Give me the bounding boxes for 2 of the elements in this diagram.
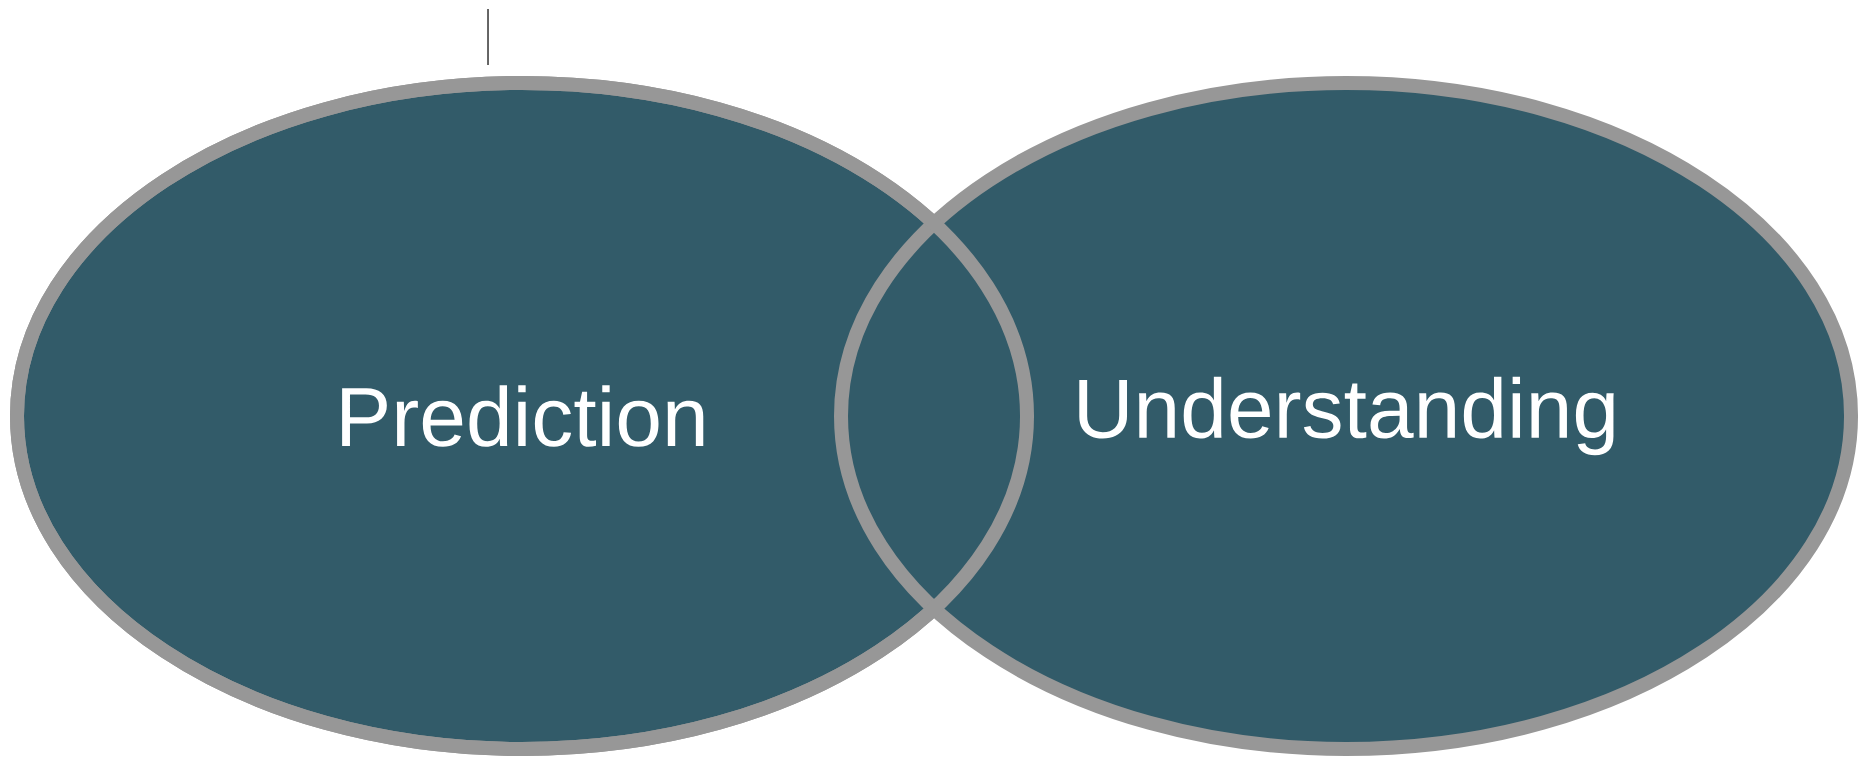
- node-label: Understanding: [1079, 376, 1614, 456]
- node-label: Prediction: [342, 385, 704, 447]
